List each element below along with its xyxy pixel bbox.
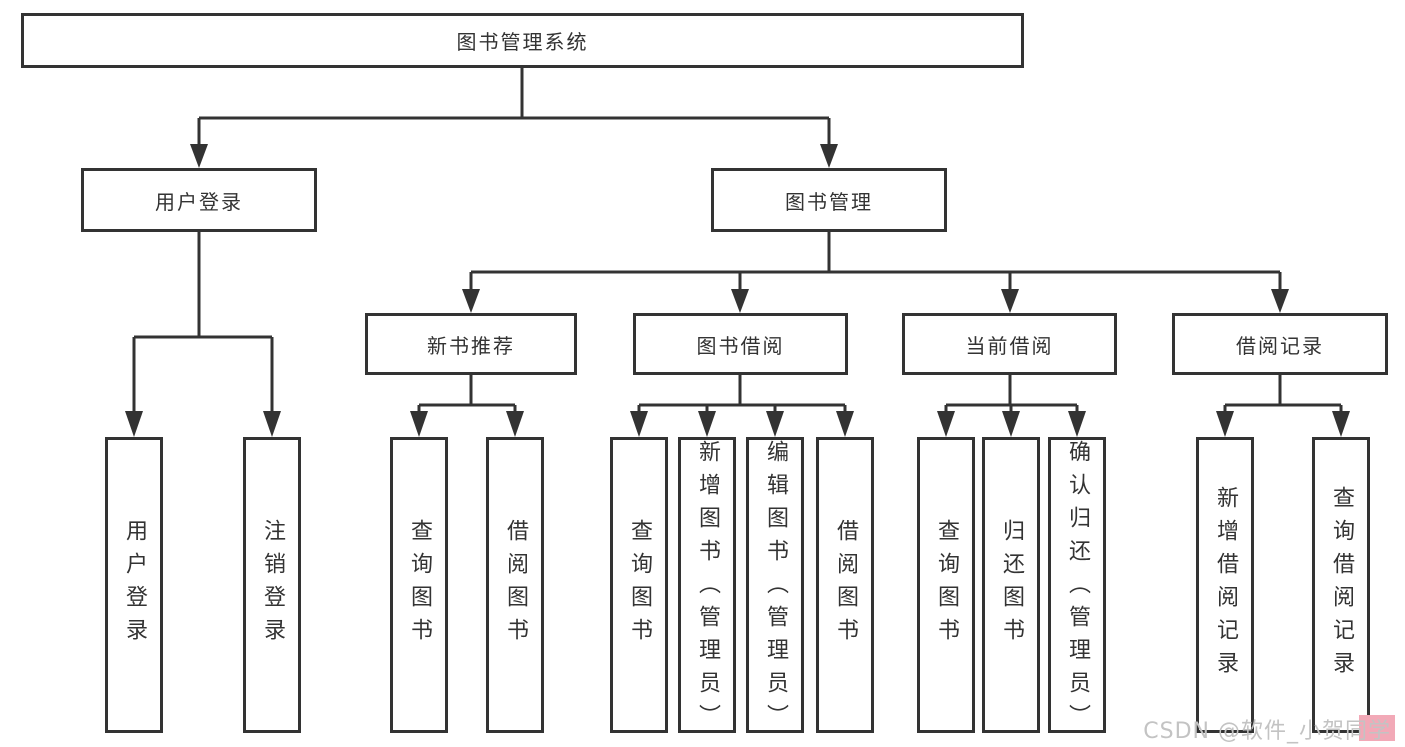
leaf-logout: 注销登录 bbox=[243, 437, 301, 733]
leaf-borrow-books-recommend-label: 借阅图书 bbox=[503, 519, 528, 651]
connector-root-to-level2 bbox=[190, 68, 838, 168]
leaf-edit-book-admin-label: 编辑图书（管理员） bbox=[763, 440, 788, 733]
watermark: CSDN @软件_小贺同学 bbox=[1143, 713, 1395, 744]
leaf-query-books-recommend: 查询图书 bbox=[390, 437, 448, 733]
leaf-query-borrow-record: 查询借阅记录 bbox=[1312, 437, 1370, 733]
node-book-borrow-label: 图书借阅 bbox=[696, 333, 785, 358]
connector-borrow-records-to-leaves bbox=[1216, 375, 1350, 437]
node-borrow-records-label: 借阅记录 bbox=[1236, 333, 1324, 358]
node-book-management: 图书管理 bbox=[711, 168, 947, 232]
leaf-query-books-borrow: 查询图书 bbox=[610, 437, 668, 733]
leaf-add-book-admin: 新增图书（管理员） bbox=[678, 437, 736, 733]
connector-new-book-recommend-to-leaves bbox=[410, 375, 524, 437]
node-new-book-recommend-label: 新书推荐 bbox=[427, 333, 515, 358]
leaf-confirm-return-admin-label: 确认归还（管理员） bbox=[1065, 440, 1090, 733]
watermark-accent-block bbox=[1359, 715, 1395, 741]
leaf-return-book-label: 归还图书 bbox=[999, 519, 1024, 651]
node-current-borrow: 当前借阅 bbox=[902, 313, 1117, 375]
watermark-text: CSDN @软件_小贺同学 bbox=[1143, 719, 1391, 744]
leaf-borrow-books-borrow-label: 借阅图书 bbox=[833, 519, 858, 651]
leaf-edit-book-admin: 编辑图书（管理员） bbox=[746, 437, 804, 733]
leaf-confirm-return-admin: 确认归还（管理员） bbox=[1048, 437, 1106, 733]
connector-book-borrow-to-leaves bbox=[630, 375, 854, 437]
leaf-user-login: 用户登录 bbox=[105, 437, 163, 733]
connector-user-login-to-leaves bbox=[125, 232, 281, 437]
node-borrow-records: 借阅记录 bbox=[1172, 313, 1388, 375]
node-new-book-recommend: 新书推荐 bbox=[365, 313, 577, 375]
leaf-return-book: 归还图书 bbox=[982, 437, 1040, 733]
node-book-management-label: 图书管理 bbox=[785, 189, 873, 214]
leaf-query-books-recommend-label: 查询图书 bbox=[407, 519, 432, 651]
leaf-query-books-current: 查询图书 bbox=[917, 437, 975, 733]
node-book-borrow: 图书借阅 bbox=[633, 313, 848, 375]
leaf-add-borrow-record: 新增借阅记录 bbox=[1196, 437, 1254, 733]
leaf-logout-label: 注销登录 bbox=[260, 519, 285, 651]
leaf-query-books-current-label: 查询图书 bbox=[934, 519, 959, 651]
leaf-user-login-label: 用户登录 bbox=[122, 519, 147, 651]
leaf-borrow-books-borrow: 借阅图书 bbox=[816, 437, 874, 733]
node-root: 图书管理系统 bbox=[21, 13, 1024, 68]
connector-book-management-to-level3 bbox=[462, 232, 1289, 313]
leaf-borrow-books-recommend: 借阅图书 bbox=[486, 437, 544, 733]
node-user-login: 用户登录 bbox=[81, 168, 317, 232]
leaf-query-books-borrow-label: 查询图书 bbox=[627, 519, 652, 651]
node-current-borrow-label: 当前借阅 bbox=[965, 333, 1054, 358]
node-root-label: 图书管理系统 bbox=[456, 30, 589, 54]
leaf-add-borrow-record-label: 新增借阅记录 bbox=[1213, 486, 1238, 684]
leaf-add-book-admin-label: 新增图书（管理员） bbox=[695, 440, 720, 733]
leaf-query-borrow-record-label: 查询借阅记录 bbox=[1329, 486, 1354, 684]
connector-current-borrow-to-leaves bbox=[937, 375, 1086, 437]
node-user-login-label: 用户登录 bbox=[155, 189, 243, 214]
